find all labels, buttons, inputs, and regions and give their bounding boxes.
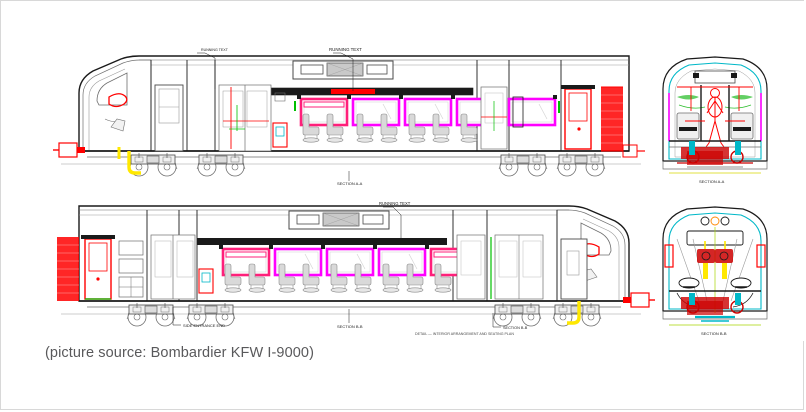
figure-caption: (picture source: Bombardier KFW I-9000) — [45, 345, 315, 361]
section-equipment-modules — [697, 241, 733, 279]
section-roof-box — [694, 70, 736, 84]
section-label-lower-mid: SECTION B-B — [337, 309, 363, 329]
human-figure — [705, 88, 725, 148]
gangway-end — [601, 86, 623, 152]
cab-nose-contour-lower — [582, 218, 620, 301]
svg-text:SECTION B-B: SECTION B-B — [503, 326, 528, 330]
section-bogie-lower — [676, 292, 754, 322]
section-headlights — [678, 277, 752, 289]
svg-text:SIDE ENTRANCE END: SIDE ENTRANCE END — [183, 323, 225, 328]
yellow-hook-detail-lower — [567, 301, 581, 325]
section-red-framing — [677, 86, 753, 122]
interior-door-right — [480, 86, 524, 150]
section-inner-contour — [674, 68, 756, 158]
seat-base-right — [733, 127, 751, 131]
rack-line-left — [678, 104, 706, 109]
interior-equipment-lower — [118, 240, 144, 298]
front-coupler — [53, 142, 85, 158]
section-side-window-right — [756, 244, 766, 268]
lower-cross-section: SECTION B-B — [662, 206, 768, 336]
roof-light-cluster — [700, 216, 730, 226]
section-side-window-left — [664, 244, 674, 268]
lower-side-elevation: RUNNING TEXT SIDE ENTRANCE END SECTION B… — [57, 201, 655, 336]
green-accent-strips — [294, 101, 560, 113]
saloon-window-row — [299, 97, 557, 127]
svg-text:SECTION A-A: SECTION A-A — [337, 181, 363, 186]
callout-running-text-1: RUNNING TEXT — [197, 48, 229, 89]
section-roof-arc — [668, 62, 762, 160]
seat-base-left — [679, 127, 697, 131]
section-seat-left — [676, 112, 700, 140]
section-label-cross-lower: SECTION B-B — [701, 331, 727, 336]
vestibule-area-lower — [150, 234, 214, 300]
roof-equipment-lower — [288, 210, 390, 230]
end-door-red-lower — [81, 235, 115, 300]
vestibule-window — [274, 92, 286, 102]
passenger-door-left — [154, 84, 184, 152]
section-roof-fitting-left — [693, 73, 699, 78]
end-door-red — [561, 85, 595, 150]
cab-windscreen — [96, 72, 128, 106]
rack-line-right — [724, 104, 752, 109]
section-label-cross-upper: SECTION A-A — [699, 179, 725, 184]
rear-coupler — [622, 144, 645, 158]
section-skirt-lower — [662, 311, 768, 320]
roof-equipment — [292, 60, 394, 80]
callout-label-1: RUNNING TEXT — [201, 48, 229, 52]
callout-label-3: RUNNING TEXT — [379, 201, 411, 206]
vestibule-right-lower — [456, 234, 544, 300]
cab-nose-contour — [88, 68, 126, 151]
callout-label-2: RUNNING TEXT — [329, 47, 362, 52]
saloon-window-5 — [507, 97, 557, 127]
callout-running-text-2: RUNNING TEXT — [329, 47, 362, 91]
section-label-lower-left: SIDE ENTRANCE END — [172, 307, 225, 328]
vestibule-area — [218, 84, 288, 152]
section-roof-arc-lower — [668, 212, 762, 310]
drawing-canvas: RUNNING TEXT RUNNING TEXT SECTION A-A — [1, 1, 805, 341]
luggage-rack-left — [677, 95, 699, 100]
cab-desk-detail — [108, 93, 128, 108]
luggage-rack-right — [731, 95, 753, 100]
svg-text:SECTION B-B: SECTION B-B — [337, 324, 363, 329]
train-technical-drawing: RUNNING TEXT RUNNING TEXT SECTION A-A — [1, 1, 805, 341]
section-seat-right — [730, 112, 754, 140]
destination-display-strip-lower — [197, 238, 447, 245]
gangway-end-lower — [57, 237, 79, 301]
section-label-lower-note: DETAIL — INTERIOR ARRANGEMENT AND SEATIN… — [415, 332, 514, 336]
section-label-lower-right: SECTION B-B — [492, 313, 528, 330]
section-bogie — [677, 141, 753, 168]
section-roof-fitting-right — [731, 73, 737, 78]
upper-side-elevation: RUNNING TEXT RUNNING TEXT SECTION A-A — [53, 47, 645, 186]
section-label-upper-mid: SECTION A-A — [337, 171, 363, 186]
section-skirt — [662, 161, 768, 170]
yellow-hook-detail — [127, 151, 141, 175]
cab-door-lower — [560, 238, 588, 300]
front-coupler-lower — [623, 292, 655, 308]
running-text-display — [331, 89, 375, 94]
driver-seat — [110, 118, 126, 132]
callout-running-text-3: RUNNING TEXT — [379, 201, 411, 241]
upper-cross-section: SECTION A-A — [662, 56, 768, 184]
